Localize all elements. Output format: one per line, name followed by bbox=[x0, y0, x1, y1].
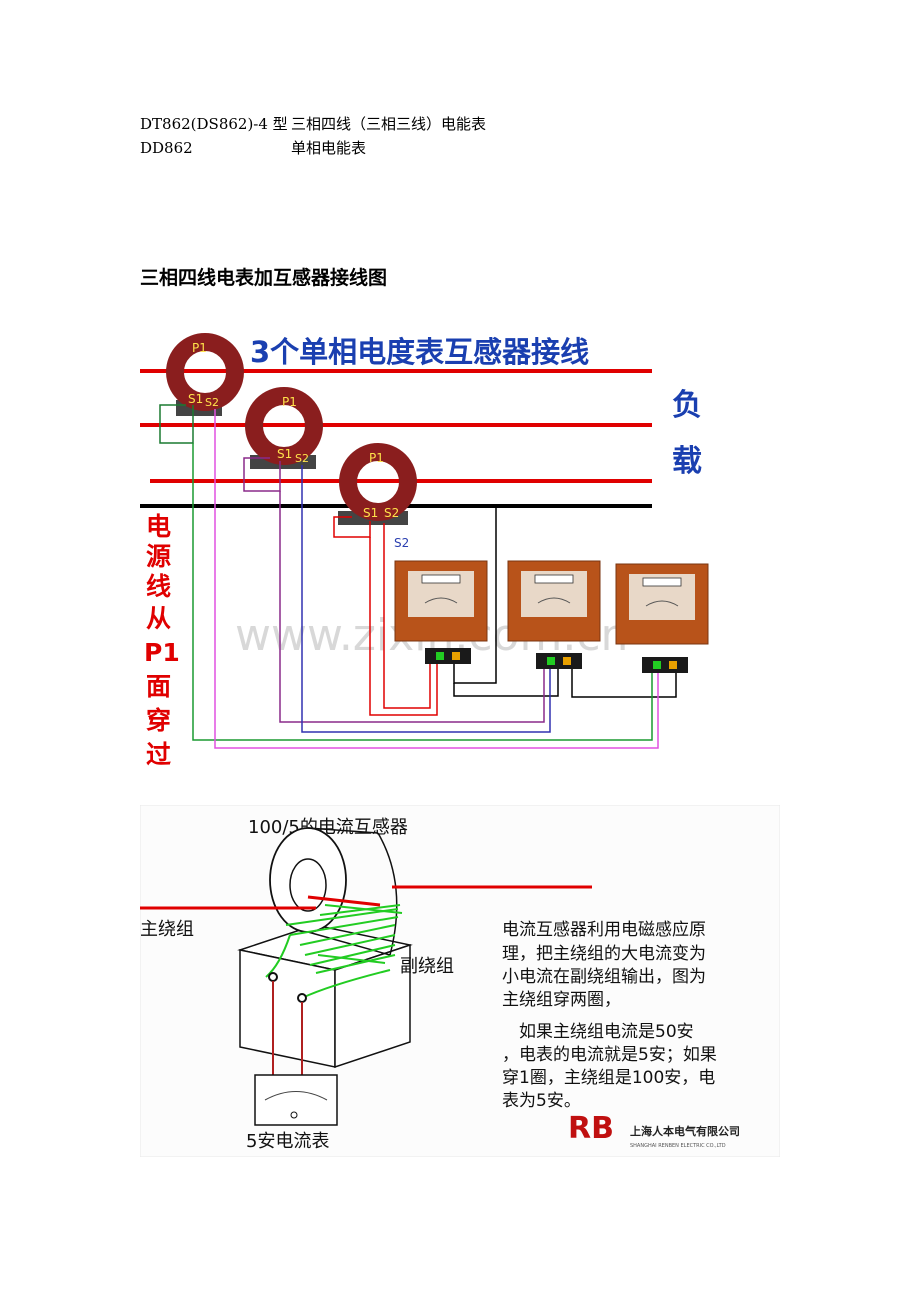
source-label-7: 穿 bbox=[146, 706, 171, 735]
current-transformer-2: P1 S1 S2 bbox=[245, 387, 323, 469]
svg-text:P1: P1 bbox=[369, 451, 384, 465]
source-label-4: 从 bbox=[146, 604, 171, 633]
source-label-8: 过 bbox=[146, 740, 171, 769]
source-label-5: P1 bbox=[144, 638, 180, 667]
current-transformer-1: P1 S1 S2 bbox=[166, 333, 244, 416]
model-desc: 三相四线（三相三线）电能表 bbox=[291, 115, 487, 133]
figure1-title: 3个单相电度表互感器接线 bbox=[250, 335, 589, 369]
model-line-1: DT862(DS862)-4 型 三相四线（三相三线）电能表 bbox=[140, 115, 486, 133]
svg-text:S2: S2 bbox=[384, 506, 399, 520]
source-label-3: 线 bbox=[146, 572, 171, 601]
figure-ct-principle: 100/5的电流互感器 主绕组 副绕组 bbox=[140, 805, 780, 1157]
svg-text:S1: S1 bbox=[188, 392, 203, 406]
example-line-1: 如果主绕组电流是50安 bbox=[502, 1022, 694, 1042]
section-heading: 三相四线电表加互感器接线图 bbox=[140, 267, 388, 289]
explain-line-1: 电流互感器利用电磁感应原 bbox=[502, 920, 706, 940]
figure-ct-wiring-diagram: 3个单相电度表互感器接线 负 载 电 源 线 从 P1 面 穿 过 www.zi… bbox=[140, 325, 720, 775]
example-line-4: 表为5安。 bbox=[502, 1091, 581, 1111]
explain-line-2: 理，把主绕组的大电流变为 bbox=[502, 944, 706, 964]
source-label-2: 源 bbox=[146, 542, 171, 571]
model-code: DT862(DS862)-4 型 bbox=[140, 115, 288, 133]
model-line-2: DD862 单相电能表 bbox=[140, 139, 366, 157]
explain-line-4: 主绕组穿两圈， bbox=[502, 990, 621, 1010]
load-label-2: 载 bbox=[672, 444, 702, 479]
svg-text:P1: P1 bbox=[192, 341, 207, 355]
svg-text:S1: S1 bbox=[277, 447, 292, 461]
company-name-cn: 上海人本电气有限公司 bbox=[630, 1124, 740, 1138]
s2-label: S2 bbox=[394, 536, 409, 550]
explain-line-3: 小电流在副绕组输出，图为 bbox=[502, 967, 706, 987]
example-line-3: 穿1圈，主绕组是100安，电 bbox=[502, 1068, 715, 1088]
svg-text:P1: P1 bbox=[282, 395, 297, 409]
source-label-1: 电 bbox=[146, 512, 171, 541]
ammeter bbox=[254, 1074, 338, 1126]
energy-meter-1 bbox=[394, 560, 488, 664]
svg-text:RB: RB bbox=[568, 1111, 614, 1146]
current-transformer-3: P1 S1 S2 bbox=[338, 443, 417, 525]
meter-label: 5安电流表 bbox=[246, 1131, 329, 1152]
model-code: DD862 bbox=[140, 139, 193, 157]
primary-label: 主绕组 bbox=[140, 919, 194, 940]
svg-text:S1: S1 bbox=[363, 506, 378, 520]
company-logo: RB 上海人本电气有限公司 SHANGHAI RENBEN ELECTRIC C… bbox=[568, 1111, 740, 1149]
svg-text:S2: S2 bbox=[295, 452, 309, 465]
source-label-6: 面 bbox=[146, 672, 171, 701]
model-desc: 单相电能表 bbox=[291, 139, 367, 157]
secondary-winding bbox=[265, 904, 403, 999]
load-label-1: 负 bbox=[672, 388, 702, 423]
secondary-label: 副绕组 bbox=[400, 956, 454, 977]
energy-meter-2 bbox=[507, 560, 601, 669]
example-line-2: ，电表的电流就是5安；如果 bbox=[502, 1045, 717, 1065]
energy-meter-3 bbox=[615, 563, 709, 673]
ct-base-block bbox=[237, 924, 413, 1069]
company-name-en: SHANGHAI RENBEN ELECTRIC CO.,LTD bbox=[630, 1143, 726, 1149]
svg-text:S2: S2 bbox=[205, 396, 219, 409]
